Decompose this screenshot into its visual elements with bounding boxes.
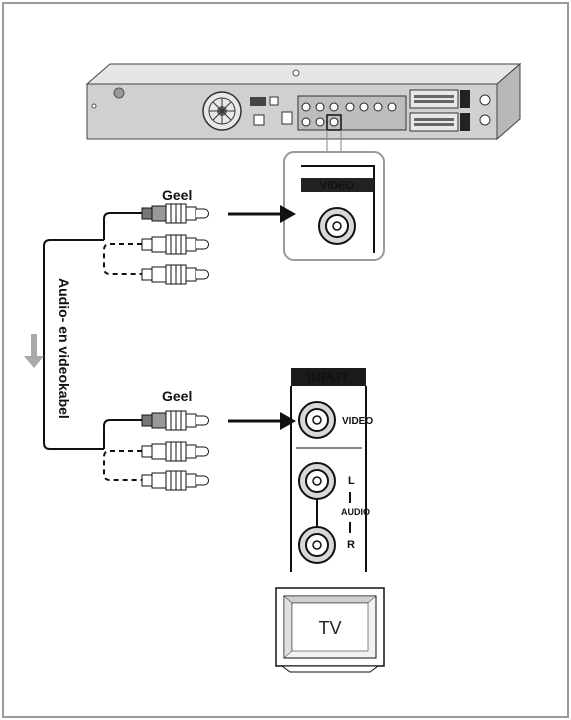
panel-r-label: R bbox=[347, 539, 355, 551]
arrow-to-input bbox=[228, 412, 296, 430]
dvd-recorder-back bbox=[85, 62, 522, 141]
bottom-yellow-plug bbox=[141, 410, 209, 431]
top-yellow-plug bbox=[141, 203, 209, 224]
cable-dashed bbox=[103, 243, 142, 275]
top-plug-3 bbox=[141, 264, 209, 285]
cable-solid bbox=[103, 212, 142, 240]
fan-icon bbox=[202, 91, 242, 131]
top-plug-label: Geel bbox=[162, 187, 192, 203]
cable-main bbox=[43, 239, 104, 450]
cable-solid bbox=[103, 419, 142, 449]
bottom-plug-3 bbox=[141, 470, 209, 491]
panel-video-label: VIDEO bbox=[342, 416, 373, 427]
device-jack-label: VIDEO bbox=[320, 180, 355, 192]
bottom-plug-2 bbox=[141, 441, 209, 462]
bottom-plug-label: Geel bbox=[162, 388, 192, 404]
panel-audio-label: AUDIO bbox=[341, 507, 370, 517]
video-jack-zoom: VIDEO bbox=[283, 151, 385, 261]
top-plug-2 bbox=[141, 234, 209, 255]
direction-arrow-icon bbox=[24, 334, 44, 368]
tv-input-panel: INPUT VIDEO L AUDIO R bbox=[290, 368, 373, 572]
panel-l-label: L bbox=[348, 475, 355, 487]
tv-icon: TV bbox=[275, 587, 385, 673]
panel-title: INPUT bbox=[307, 369, 349, 385]
tv-label: TV bbox=[318, 618, 341, 638]
arrow-to-device bbox=[228, 205, 296, 223]
cable-dashed bbox=[103, 450, 142, 481]
cable-label: Audio- en videokabel bbox=[56, 278, 72, 419]
